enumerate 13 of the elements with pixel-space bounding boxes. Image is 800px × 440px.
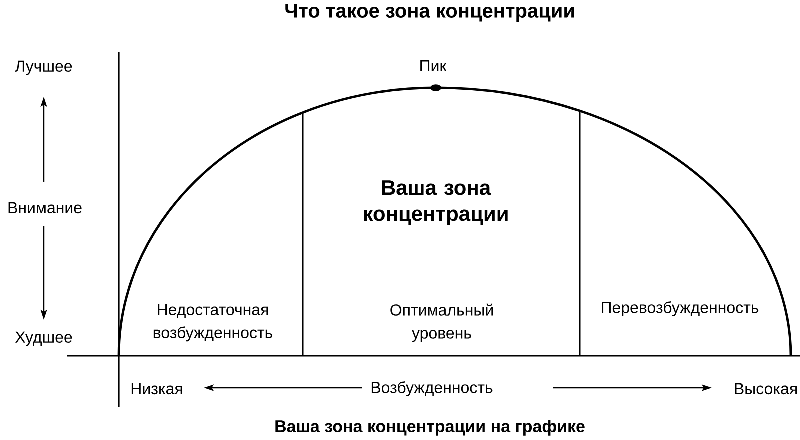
zone-label: Недостаточная возбужденность [154, 304, 272, 342]
zone-heading: Ваша зона концентрации [364, 180, 508, 226]
zone-label: Оптимальный уровень [390, 304, 494, 342]
axis-end-label: Низкая [132, 383, 182, 395]
title: Что такое зона концентрации [286, 4, 574, 22]
zone-label: Перевозбужденность [602, 301, 759, 317]
axis-title: Внимание [8, 202, 82, 214]
axis-end-label: Худшее [16, 332, 72, 346]
axis-title: Возбужденность [372, 381, 493, 397]
axis-end-label: Высокая [735, 383, 797, 395]
axis-end-label: Лучшее [15, 60, 72, 76]
peak-label: Пик [420, 60, 447, 72]
caption: Ваша зона концентрации на графике [276, 420, 585, 436]
